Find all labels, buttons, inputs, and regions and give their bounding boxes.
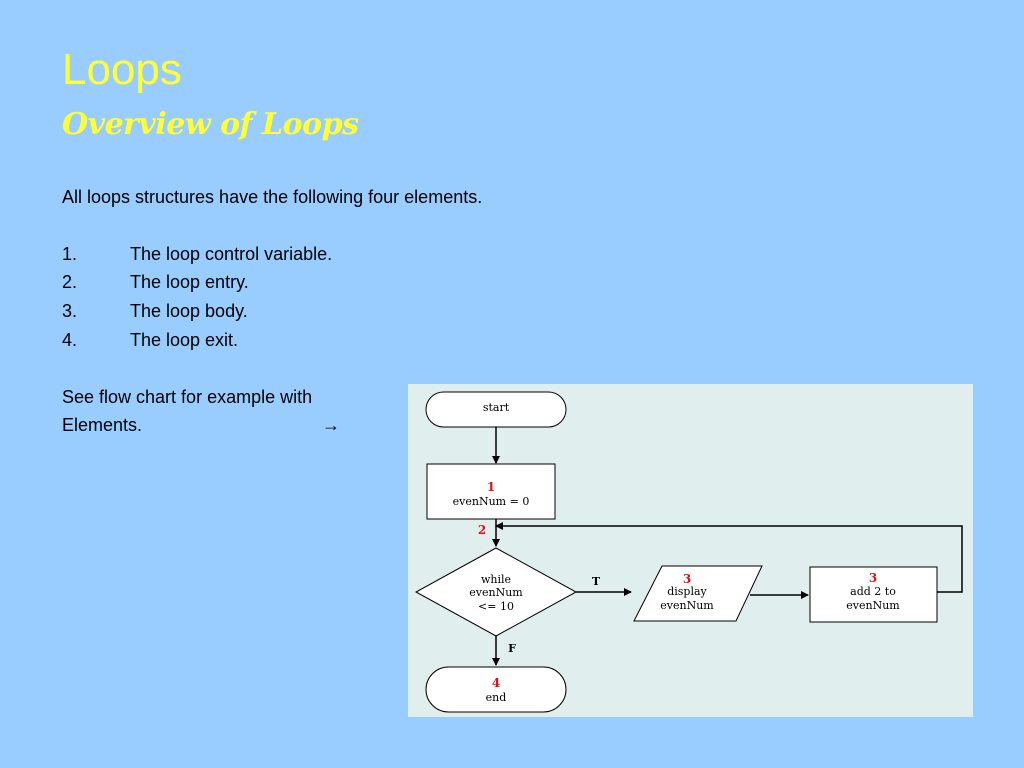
right-arrow-icon: → <box>322 415 340 435</box>
list-item: 3. The loop body. <box>62 302 248 320</box>
flowchart-canvas: start 1 evenNum = 0 2 while evenNum <= 1… <box>414 391 963 713</box>
slide-subtitle: Overview of Loops <box>62 107 359 142</box>
end-label: end <box>486 691 507 704</box>
step-number: 1 <box>487 480 495 494</box>
step-number: 3 <box>683 572 691 586</box>
list-number: 3. <box>62 301 78 321</box>
add-process-box <box>809 566 938 623</box>
end-terminator <box>425 666 567 713</box>
step-number: 4 <box>492 676 500 690</box>
loop-back-connector <box>495 522 963 593</box>
intro-text: All loops structures have the following … <box>62 187 483 207</box>
list-text: The loop exit. <box>130 330 239 350</box>
slide-title: Loops <box>62 45 182 94</box>
display-io-box <box>633 565 763 622</box>
step-number: 3 <box>869 571 877 585</box>
decision-label: while <box>481 573 511 586</box>
decision-label: <= 10 <box>478 600 514 613</box>
list-text: The loop entry. <box>130 272 249 292</box>
list-item: 1. The loop control variable. <box>62 245 332 263</box>
note-line-1: See flow chart for example with <box>62 387 313 407</box>
display-label: display <box>667 585 707 598</box>
list-number: 4. <box>62 330 78 350</box>
start-label: start <box>483 401 510 414</box>
loop-flowchart: start 1 evenNum = 0 2 while evenNum <= 1… <box>408 384 973 717</box>
list-text: The loop body. <box>130 301 248 321</box>
init-process-box <box>426 463 556 520</box>
init-label: evenNum = 0 <box>453 495 530 508</box>
list-number: 1. <box>62 244 78 264</box>
false-branch-label: F <box>508 642 516 655</box>
list-number: 2. <box>62 272 78 292</box>
step-number: 2 <box>478 523 486 537</box>
list-item: 4. The loop exit. <box>62 331 238 349</box>
decision-label: evenNum <box>469 586 523 599</box>
note-line-2: Elements. <box>62 415 143 435</box>
list-item: 2. The loop entry. <box>62 273 249 291</box>
add-label: add 2 to <box>850 585 896 598</box>
add-label: evenNum <box>846 599 900 612</box>
true-branch-label: T <box>592 575 601 588</box>
display-label: evenNum <box>660 599 714 612</box>
list-text: The loop control variable. <box>130 244 333 264</box>
